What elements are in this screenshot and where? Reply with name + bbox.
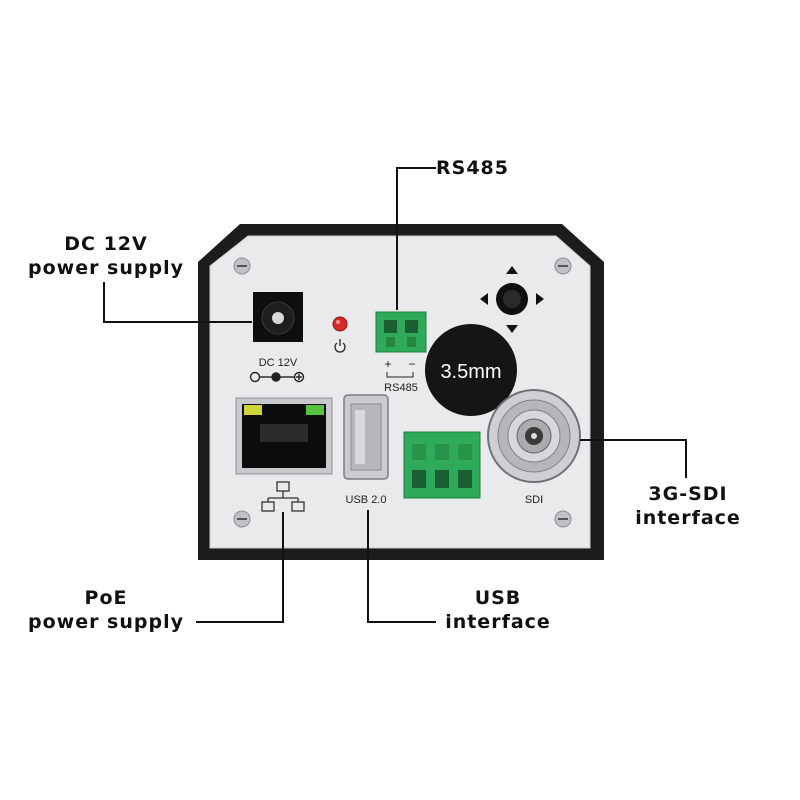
rs485-plus-label: + (384, 357, 391, 371)
rs485-leader-line (396, 167, 436, 310)
sdi-leader-line (580, 439, 687, 478)
poe-leader-line (196, 512, 284, 623)
screw-bottom-right (554, 510, 572, 528)
dc-power-jack[interactable] (253, 292, 303, 342)
usb-callout-line2: interface (445, 611, 551, 633)
dc12v-callout-line1: DC 12V (64, 233, 148, 255)
dc12v-leader-line (103, 282, 252, 323)
usb-callout: USB interface (432, 586, 564, 634)
usb-leader-line (367, 510, 436, 623)
usb-label: USB 2.0 (346, 494, 387, 506)
lens-size-badge (425, 324, 517, 416)
dc12v-callout: DC 12V power supply (14, 232, 198, 280)
dc12v-callout-line2: power supply (27, 257, 184, 279)
network-icon (261, 481, 305, 512)
rs485-callout-text: RS485 (436, 157, 509, 179)
screw-bottom-left (233, 510, 251, 528)
power-icon (334, 339, 346, 353)
terminal-block[interactable] (403, 431, 481, 499)
dc-label: DC 12V (259, 357, 298, 369)
poe-callout-line2: power supply (27, 611, 184, 633)
sdi-callout-line2: interface (635, 507, 741, 529)
rs485-label: RS485 (384, 382, 418, 394)
usb-callout-line1: USB (474, 587, 522, 609)
poe-callout-line1: PoE (84, 587, 128, 609)
screw-top-left (233, 257, 251, 275)
lens-size-label: 3.5mm (440, 361, 501, 383)
rs485-terminal[interactable] (375, 311, 427, 353)
rs485-minus-label: − (408, 357, 415, 371)
dc-polarity-icon (249, 371, 305, 383)
power-led (332, 316, 348, 332)
poe-callout: PoE power supply (14, 586, 198, 634)
sdi-bnc-connector[interactable] (487, 389, 581, 483)
rs485-callout: RS485 (436, 156, 509, 180)
sdi-label: SDI (525, 494, 543, 506)
joystick-icon[interactable] (480, 266, 544, 333)
sdi-callout: 3G-SDI interface (620, 482, 756, 530)
usb-port[interactable] (343, 394, 389, 480)
ethernet-port[interactable] (235, 397, 333, 475)
sdi-callout-line1: 3G-SDI (648, 483, 728, 505)
screw-top-right (554, 257, 572, 275)
